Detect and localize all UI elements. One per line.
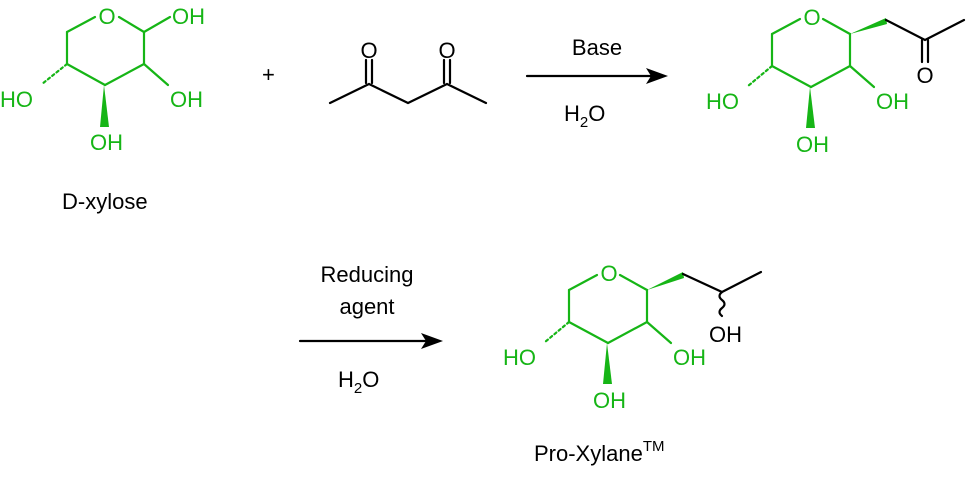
xylose-ring-oxygen: O: [98, 4, 115, 29]
intermediate-oh-bottom: OH: [796, 132, 829, 157]
pentanedione-molecule: O O: [328, 38, 488, 105]
reaction-arrow-2: Reducing agent H2O: [298, 262, 443, 397]
xylose-molecule: O OH OH HO OH D-xylose: [0, 4, 205, 214]
xylose-ring-bonds: [65, 15, 146, 87]
plus-sign: +: [262, 62, 275, 87]
pentanedione-o-right: O: [438, 38, 455, 63]
intermediate-oh-right: OH: [876, 89, 909, 114]
arrow1-solvent: H2O: [564, 101, 605, 131]
intermediate-ring-oxygen: O: [803, 5, 820, 30]
pro-xylane-chain-oh: OH: [709, 322, 742, 347]
intermediate-ho-left: HO: [706, 89, 739, 114]
xylose-name: D-xylose: [62, 189, 148, 214]
pro-xylane-substituent-bonds: [543, 270, 763, 384]
pro-xylane-ho-left: HO: [503, 345, 536, 370]
reaction-arrow-1: Base H2O: [525, 35, 668, 131]
xylose-oh-c2: OH: [170, 87, 203, 112]
pro-xylane-name: Pro-XylaneTM: [534, 438, 665, 466]
pro-xylane-ring-bonds: [567, 273, 649, 345]
intermediate-ketone-oxygen: O: [916, 63, 933, 88]
arrow1-reagent: Base: [572, 35, 622, 60]
pro-xylane-ring-oxygen: O: [600, 261, 617, 286]
intermediate-substituent-bonds: [746, 18, 966, 128]
pro-xylane-molecule: O OH OH HO OH Pro-XylaneTM: [503, 261, 763, 466]
intermediate-ring-bonds: [770, 17, 852, 89]
intermediate-molecule: O O OH HO OH: [706, 5, 966, 157]
xylose-oh-c1: OH: [172, 4, 205, 29]
arrow2-reagent-line1: Reducing: [321, 262, 414, 287]
arrow2-solvent: H2O: [338, 367, 379, 397]
pentanedione-o-left: O: [360, 38, 377, 63]
xylose-substituent-bonds: [40, 15, 172, 127]
xylose-ho-c4: HO: [0, 87, 33, 112]
pro-xylane-oh-bottom: OH: [593, 388, 626, 413]
xylose-oh-c3: OH: [90, 130, 123, 155]
arrow2-reagent-line2: agent: [339, 294, 394, 319]
pro-xylane-oh-right: OH: [673, 345, 706, 370]
pentanedione-bonds: [328, 58, 488, 105]
